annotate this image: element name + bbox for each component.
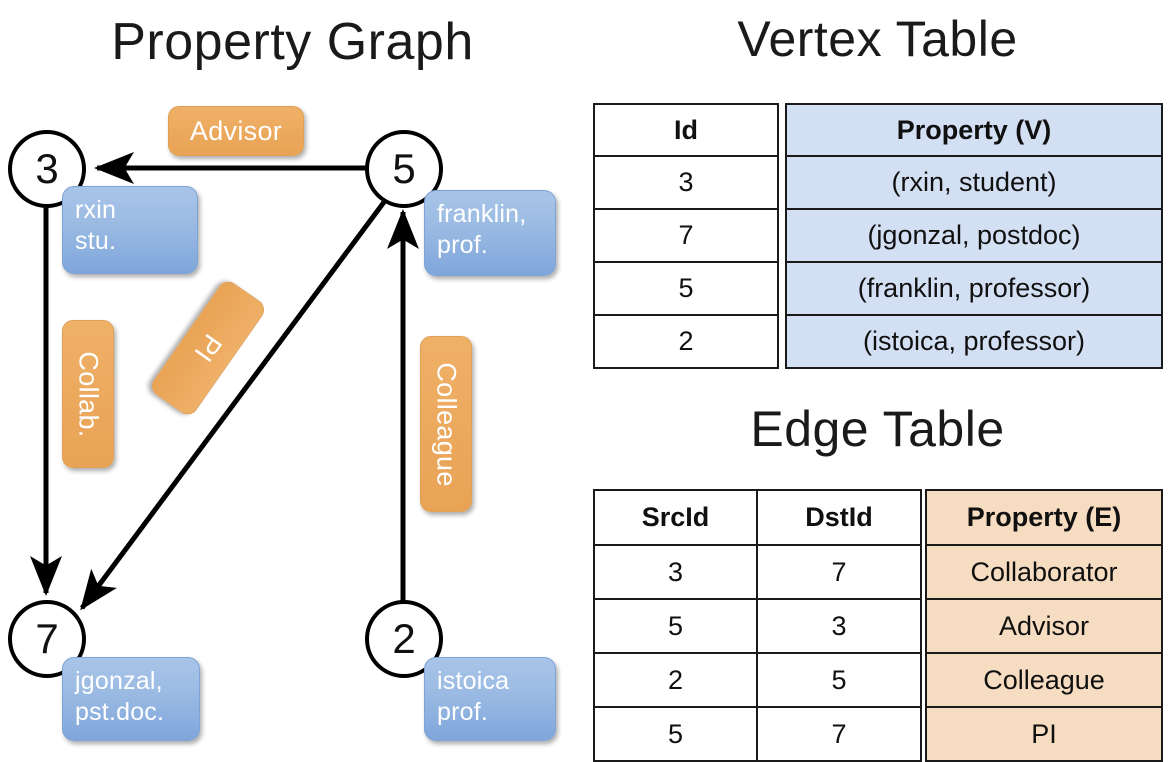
edge-table-cell-dstid-0: 7 (756, 544, 922, 600)
vertex-table-header-id: Id (593, 103, 779, 157)
vertex-property-box-7-line1: jgonzal, (75, 667, 163, 695)
edge-label-pi-text: PI (188, 328, 229, 368)
table-row: PI (925, 706, 1163, 762)
edge-table-property-column: Property (E) Collaborator Advisor Collea… (925, 489, 1163, 762)
vertex-property-box-7-line2: pst.doc. (75, 697, 165, 726)
table-row: 5 (593, 261, 779, 316)
vertex-table-cell-id-1: 7 (593, 208, 779, 263)
graph-edges-svg (30, 152, 419, 612)
table-row: 5 7 (593, 706, 922, 762)
edge-table-cell-srcid-3: 5 (593, 706, 758, 762)
vertex-property-box-7: jgonzal, pst.doc. (62, 657, 200, 741)
edge-table-cell-property-3: PI (925, 706, 1163, 762)
graph-node-2[interactable]: 2 (365, 600, 443, 678)
edge-table-cell-srcid-1: 5 (593, 598, 758, 654)
edge-table-cell-srcid-2: 2 (593, 652, 758, 708)
vertex-property-box-2: istoica prof. (424, 657, 556, 741)
vertex-table-cell-property-2: (franklin, professor) (785, 261, 1163, 316)
edge-label-advisor-text: Advisor (189, 115, 283, 146)
vertex-property-box-3: rxin stu. (62, 186, 198, 274)
edge-5-to-7 (79, 192, 393, 611)
vertex-table-cell-property-3: (istoica, professor) (785, 314, 1163, 369)
table-row: 5 3 (593, 598, 922, 654)
vertex-table-cell-id-3: 2 (593, 314, 779, 369)
vertex-property-box-5-line1: franklin, (437, 200, 527, 228)
edge-table-cell-property-2: Colleague (925, 652, 1163, 708)
table-row: Advisor (925, 598, 1163, 654)
vertex-property-box-3-line2: stu. (75, 226, 117, 255)
table-header-row: SrcId DstId (593, 489, 922, 546)
vertex-property-box-2-line1: istoica (437, 667, 510, 695)
graph-node-3-label: 3 (35, 145, 59, 192)
edge-label-colleague: Colleague (420, 336, 472, 512)
table-row: (istoica, professor) (785, 314, 1163, 369)
table-row: (rxin, student) (785, 155, 1163, 210)
edge-table-header-property: Property (E) (925, 489, 1163, 546)
edge-table-id-columns: SrcId DstId 3 7 5 3 2 5 5 7 (593, 489, 922, 762)
edge-table-cell-dstid-2: 5 (756, 652, 922, 708)
edge-table-cell-property-1: Advisor (925, 598, 1163, 654)
table-row: 3 7 (593, 544, 922, 600)
table-header-row: Id (593, 103, 779, 157)
table-row: 3 (593, 155, 779, 210)
edge-table-cell-dstid-1: 3 (756, 598, 922, 654)
table-row: 7 (593, 208, 779, 263)
vertex-property-box-5-line2: prof. (437, 230, 489, 259)
table-header-row: Property (V) (785, 103, 1163, 157)
vertex-table-property-column: Property (V) (rxin, student) (jgonzal, p… (785, 103, 1163, 369)
table-row: 2 5 (593, 652, 922, 708)
property-graph-panel: Property Graph (0, 0, 585, 760)
vertex-property-box-2-line2: prof. (437, 697, 489, 726)
vertex-table-cell-property-1: (jgonzal, postdoc) (785, 208, 1163, 263)
edge-table-cell-srcid-0: 3 (593, 544, 758, 600)
table-row: (franklin, professor) (785, 261, 1163, 316)
table-row: Collaborator (925, 544, 1163, 600)
graph-node-7-label: 7 (35, 615, 59, 662)
table-header-row: Property (E) (925, 489, 1163, 546)
vertex-table-cell-id-2: 5 (593, 261, 779, 316)
table-row: 2 (593, 314, 779, 369)
edge-label-colleague-text: Colleague (431, 361, 462, 487)
page-title-edge-table: Edge Table (750, 401, 1005, 457)
edge-table-cell-property-0: Collaborator (925, 544, 1163, 600)
graph-node-5-label: 5 (392, 145, 416, 192)
table-row: Colleague (925, 652, 1163, 708)
edge-table-header-srcid: SrcId (593, 489, 758, 546)
vertex-property-box-5: franklin, prof. (424, 190, 556, 276)
edge-table-cell-dstid-3: 7 (756, 706, 922, 762)
vertex-table-cell-property-0: (rxin, student) (785, 155, 1163, 210)
edge-label-advisor: Advisor (168, 106, 304, 156)
edge-label-collab: Collab. (62, 320, 114, 468)
vertex-table-id-column: Id 3 7 5 2 (593, 103, 779, 369)
table-row: (jgonzal, postdoc) (785, 208, 1163, 263)
graph-node-5[interactable]: 5 (365, 130, 443, 208)
vertex-table-cell-id-0: 3 (593, 155, 779, 210)
edge-label-collab-text: Collab. (73, 350, 104, 438)
vertex-property-box-3-line1: rxin (75, 196, 117, 224)
graph-node-2-label: 2 (392, 615, 416, 662)
vertex-table-header-property: Property (V) (785, 103, 1163, 157)
page-title-vertex-table: Vertex Table (737, 11, 1018, 67)
edge-table-header-dstid: DstId (756, 489, 922, 546)
page-title-property-graph: Property Graph (111, 13, 474, 71)
